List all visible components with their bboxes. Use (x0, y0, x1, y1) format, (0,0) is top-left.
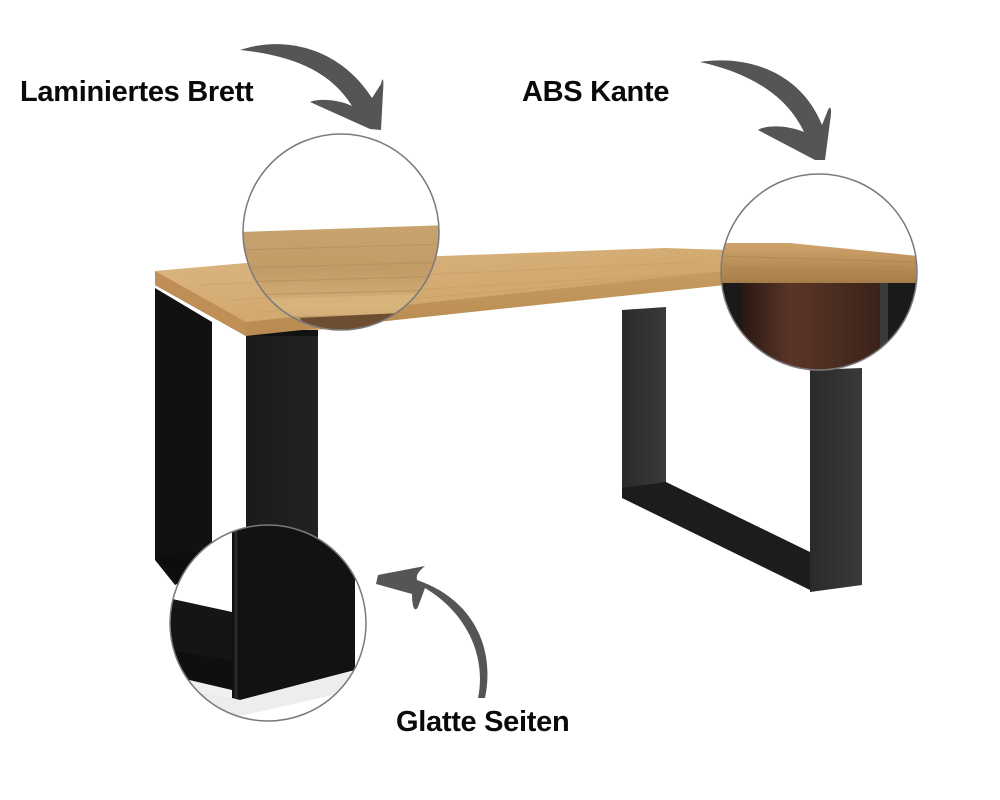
callout-label-abs-edge: ABS Kante (522, 76, 670, 108)
zoom-circle-abs-edge (720, 173, 918, 371)
right-leg-front-post (810, 368, 862, 592)
curved-arrow-abs-edge-icon (700, 60, 832, 160)
callout-label-smooth-sides: Glatte Seiten (396, 706, 570, 738)
curved-arrow-laminated-icon (240, 44, 384, 131)
right-leg-back-post (622, 307, 666, 495)
curved-arrow-smooth-sides-icon (376, 566, 488, 698)
zoom-circle-smooth-sides (169, 524, 367, 722)
left-leg-front (246, 336, 318, 540)
arrow-icon (240, 44, 832, 698)
right-leg-bottom-rail (622, 482, 810, 590)
table-top-edge (155, 271, 246, 336)
zoom-circle-laminated-board (242, 133, 440, 331)
left-leg-outer (155, 288, 212, 585)
callout-label-laminated-board: Laminiertes Brett (20, 76, 254, 108)
